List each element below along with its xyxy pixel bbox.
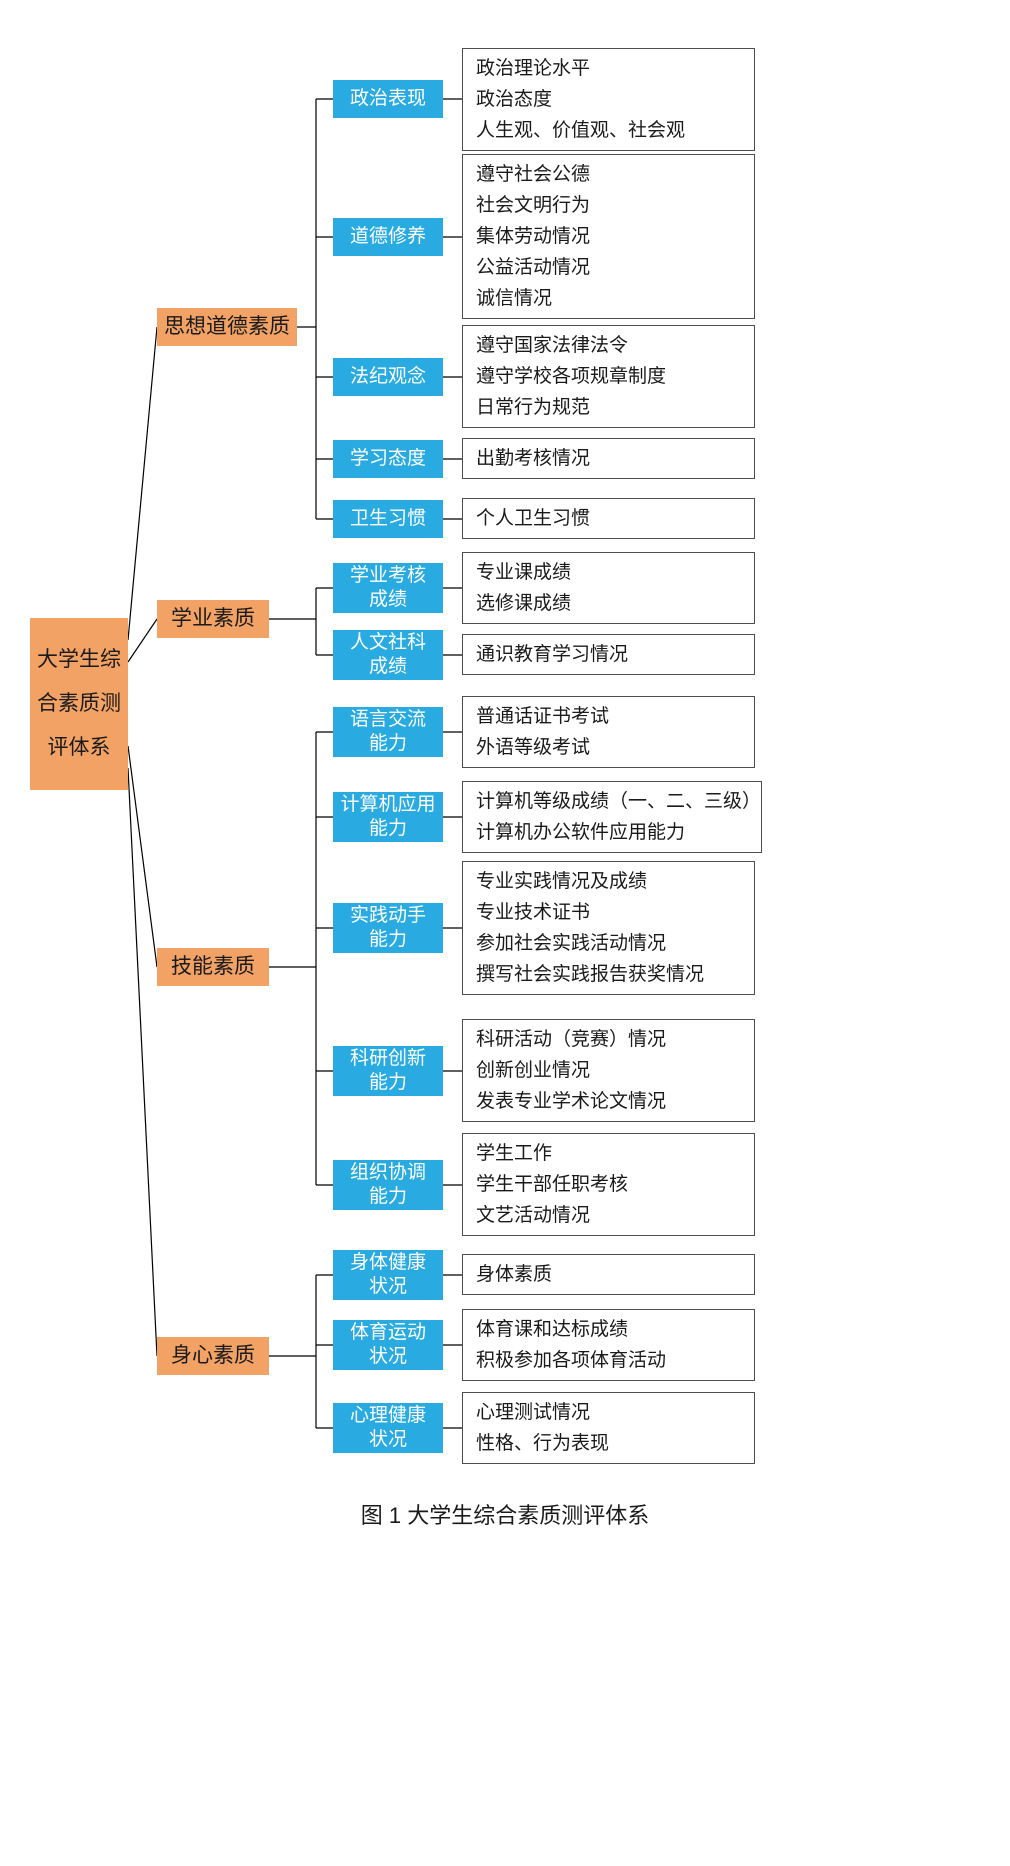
node-language-communication: 语言交流 能力 [333,707,443,757]
node-label: 实践动手 能力 [349,905,426,950]
detail-line: 政治理论水平 [476,58,591,79]
detail-line: 集体劳动情况 [476,226,591,247]
detail-line: 学生工作 [476,1143,553,1164]
detail-line: 遵守国家法律法令 [476,335,629,356]
detail-line: 性格、行为表现 [476,1433,610,1454]
branch-node-label: 思想道德素质 [164,315,290,338]
node-computer-application: 计算机应用 能力 [333,792,443,842]
detail-line: 文艺活动情况 [476,1205,591,1226]
detail-line: 专业课成绩 [476,562,572,583]
node-label: 身体健康 状况 [349,1252,426,1297]
detail-line: 发表专业学术论文情况 [476,1091,667,1112]
node-label: 计算机应用 能力 [340,794,436,839]
detail-box-sports-activity: 体育课和达标成绩 积极参加各项体育活动 [462,1309,755,1381]
detail-box-hygiene-habit: 个人卫生习惯 [462,498,755,539]
node-political-performance: 政治表现 [333,80,443,118]
detail-line: 参加社会实践活动情况 [476,933,667,954]
detail-line: 出勤考核情况 [476,448,591,469]
detail-line: 遵守社会公德 [476,164,591,185]
node-study-attitude: 学习态度 [333,440,443,478]
detail-line: 政治态度 [476,89,553,110]
detail-line: 积极参加各项体育活动 [476,1350,667,1371]
detail-line: 通识教育学习情况 [476,644,629,665]
detail-line: 遵守学校各项规章制度 [476,366,667,387]
detail-line: 诚信情况 [476,288,553,309]
node-mental-health: 心理健康 状况 [333,1403,443,1453]
detail-box-organization-coordination: 学生工作 学生干部任职考核 文艺活动情况 [462,1133,755,1236]
branch-node-academic: 学业素质 [157,600,269,638]
detail-box-mental-health: 心理测试情况 性格、行为表现 [462,1392,755,1464]
node-law-discipline: 法纪观念 [333,358,443,396]
branch-node-label: 技能素质 [171,955,255,978]
node-label: 组织协调 能力 [349,1162,426,1207]
detail-line: 撰写社会实践报告获奖情况 [476,964,705,985]
node-practical-ability: 实践动手 能力 [333,903,443,953]
node-label: 科研创新 能力 [349,1048,426,1093]
detail-box-humanities-score: 通识教育学习情况 [462,634,755,675]
detail-line: 人生观、价值观、社会观 [476,120,686,141]
node-label: 人文社科 成绩 [349,632,426,677]
detail-line: 外语等级考试 [476,737,591,758]
detail-box-practical-ability: 专业实践情况及成绩 专业技术证书 参加社会实践活动情况 撰写社会实践报告获奖情况 [462,861,755,995]
branch-node-skill: 技能素质 [157,948,269,986]
node-humanities-score: 人文社科 成绩 [333,630,443,680]
node-label: 学习态度 [349,448,426,469]
detail-line: 计算机办公软件应用能力 [476,822,686,843]
detail-line: 个人卫生习惯 [476,508,591,529]
detail-line: 专业技术证书 [476,902,591,923]
root-node: 大学生综 合素质测 评体系 [30,618,128,790]
node-hygiene-habit: 卫生习惯 [333,500,443,538]
node-label: 心理健康 状况 [349,1405,426,1450]
node-moral-cultivation: 道德修养 [333,218,443,256]
node-label: 道德修养 [349,226,426,247]
node-sports-activity: 体育运动 状况 [333,1320,443,1370]
figure-caption: 图 1 大学生综合素质测评体系 [360,1503,650,1528]
node-organization-coordination: 组织协调 能力 [333,1160,443,1210]
detail-line: 选修课成绩 [476,593,572,614]
detail-line: 心理测试情况 [476,1402,591,1423]
detail-line: 身体素质 [476,1264,553,1285]
node-academic-exam-score: 学业考核 成绩 [333,563,443,613]
branch-node-label: 学业素质 [171,607,255,630]
detail-box-language-communication: 普通话证书考试 外语等级考试 [462,696,755,768]
node-label: 政治表现 [349,88,426,109]
detail-box-academic-exam-score: 专业课成绩 选修课成绩 [462,552,755,624]
detail-line: 体育课和达标成绩 [476,1319,629,1340]
detail-box-study-attitude: 出勤考核情况 [462,438,755,479]
node-label: 法纪观念 [349,366,426,387]
detail-box-political-performance: 政治理论水平 政治态度 人生观、价值观、社会观 [462,48,755,151]
detail-line: 创新创业情况 [476,1060,591,1081]
detail-box-computer-application: 计算机等级成绩（一、二、三级） 计算机办公软件应用能力 [462,781,762,853]
node-label: 语言交流 能力 [349,709,426,754]
detail-line: 普通话证书考试 [476,706,610,727]
branch-node-label: 身心素质 [171,1344,255,1367]
node-label: 卫生习惯 [349,508,426,529]
branch-node-health: 身心素质 [157,1337,269,1375]
root-node-label: 大学生综 合素质测 评体系 [37,648,121,759]
detail-line: 公益活动情况 [476,257,591,278]
detail-line: 日常行为规范 [476,397,591,418]
detail-line: 社会文明行为 [476,195,591,216]
detail-box-law-discipline: 遵守国家法律法令 遵守学校各项规章制度 日常行为规范 [462,325,755,428]
detail-box-physical-health: 身体素质 [462,1254,755,1295]
node-physical-health: 身体健康 状况 [333,1250,443,1300]
node-label: 体育运动 状况 [349,1322,426,1367]
detail-box-research-innovation: 科研活动（竞赛）情况 创新创业情况 发表专业学术论文情况 [462,1019,755,1122]
detail-line: 专业实践情况及成绩 [476,871,648,892]
detail-line: 计算机等级成绩（一、二、三级） [476,791,762,812]
node-research-innovation: 科研创新 能力 [333,1046,443,1096]
node-label: 学业考核 成绩 [349,565,426,610]
branch-node-moral: 思想道德素质 [157,308,297,346]
detail-line: 学生干部任职考核 [476,1174,629,1195]
detail-box-moral-cultivation: 遵守社会公德 社会文明行为 集体劳动情况 公益活动情况 诚信情况 [462,154,755,319]
detail-line: 科研活动（竞赛）情况 [476,1029,667,1050]
